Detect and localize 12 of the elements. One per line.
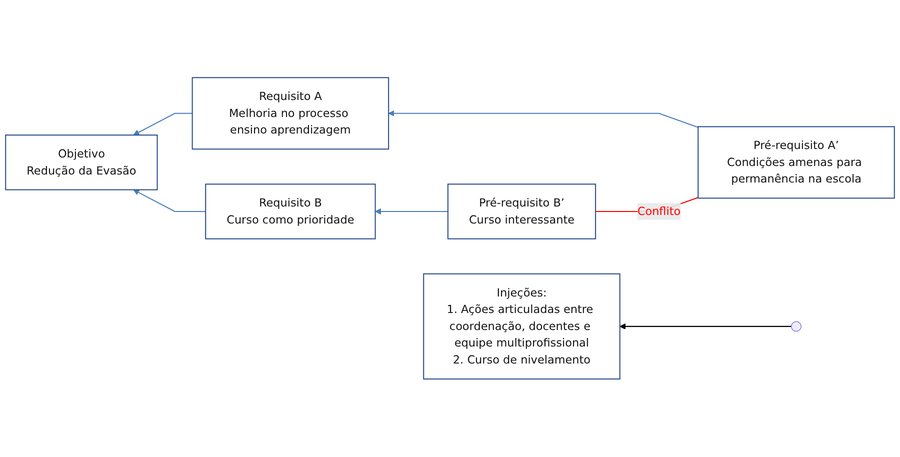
arrow — [620, 324, 792, 330]
node-box: Objetivo Redução da Evasão — [5, 134, 158, 190]
edge-label: Conflito — [637, 204, 681, 218]
arrow — [133, 190, 206, 212]
node-box: Requisito B Curso como prioridade — [205, 184, 376, 240]
node-box: Injeções: 1. Ações articuladas entre coordenação, docentes e equipe multiprofissional 2. Curso de nivelamento — [423, 274, 620, 380]
node-box: Requisito A Melhoria no processo ensino aprendizagem — [192, 77, 390, 150]
arrow — [133, 113, 192, 136]
arrow — [375, 208, 448, 215]
node-box: Pré-requisito B’ Curso interessante — [447, 184, 596, 240]
arrow — [388, 110, 698, 128]
node-box: Pré-requisito A’ Condições amenas para permanência na escola — [698, 126, 895, 199]
